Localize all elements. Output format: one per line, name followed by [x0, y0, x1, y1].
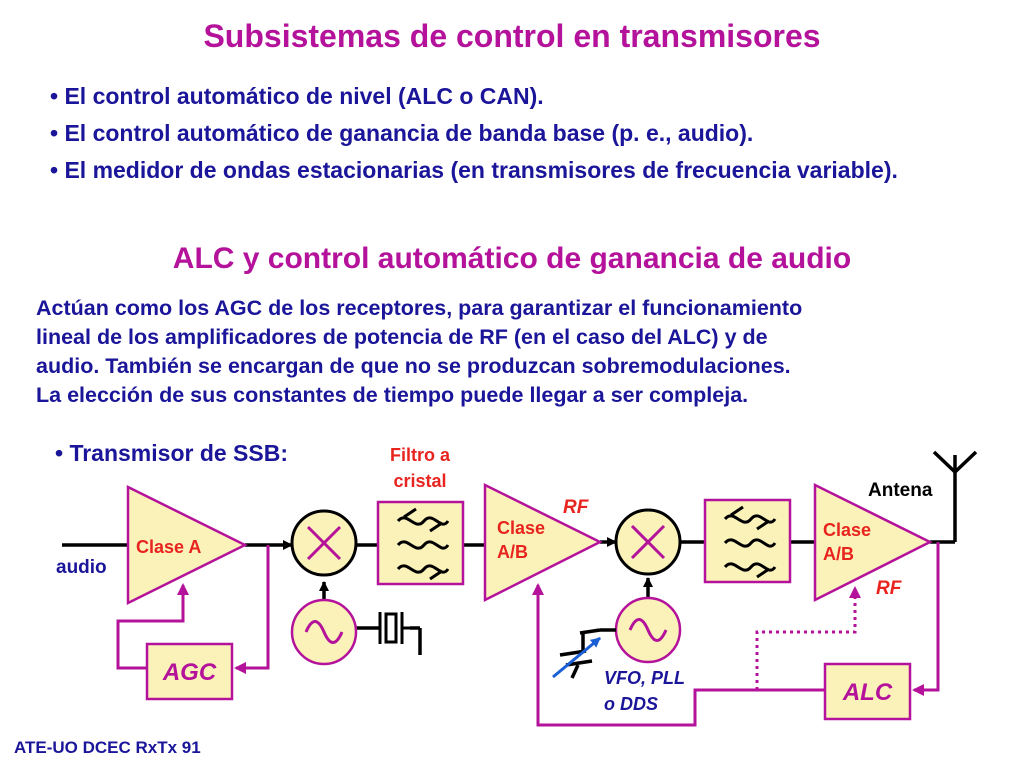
- agc-feedback-path: [116, 545, 270, 674]
- page-title: Subsistemas de control en transmisores: [203, 18, 821, 54]
- bullet-item: • El control automático de ganancia de b…: [50, 120, 754, 146]
- vfo-label: VFO, PLL: [604, 668, 685, 688]
- ssb-transmitter-label: • Transmisor de SSB:: [55, 440, 289, 466]
- bullet-list: • El control automático de nivel (ALC o …: [50, 78, 990, 189]
- vfo-label: o DDS: [604, 694, 658, 714]
- rf-label: RF: [563, 497, 590, 518]
- agc-block: AGC: [145, 642, 234, 701]
- crystal-filter: [376, 500, 465, 586]
- bullet-item: • El control automático de nivel (ALC o …: [50, 83, 544, 109]
- antenna-label: Antena: [868, 480, 933, 501]
- agc-label: AGC: [162, 659, 217, 686]
- alc-block: ALC: [823, 662, 912, 721]
- paragraph-line: lineal de los amplificadores de potencia…: [36, 325, 768, 349]
- amplifier-label: Clase: [497, 518, 545, 538]
- amplifier-class-ab: Clase A/B: [813, 482, 933, 603]
- footer-credit: ATE-UO DCEC RxTx 91: [14, 738, 201, 757]
- crystal-icon: [378, 612, 410, 644]
- amplifier-label: A/B: [823, 544, 854, 564]
- oscillator-icon: [614, 596, 682, 664]
- mixer-icon: [290, 509, 358, 577]
- paragraph-line: audio. También se encargan de que no se …: [36, 354, 791, 378]
- amplifier-label: Clase: [823, 520, 871, 540]
- description-paragraph: Actúan como los AGC de los receptores, p…: [36, 294, 996, 410]
- filter-label: Filtro a: [390, 445, 451, 465]
- paragraph-line: Actúan como los AGC de los receptores, p…: [36, 296, 803, 320]
- rf-label: RF: [876, 578, 903, 599]
- paragraph-line: La elección de sus constantes de tiempo …: [36, 383, 749, 407]
- section-subtitle: ALC y control automático de ganancia de …: [172, 242, 852, 275]
- amplifier-class-ab: Clase A/B: [483, 482, 603, 603]
- oscillator-icon: [290, 598, 358, 666]
- antenna-icon: [932, 450, 978, 474]
- alc-feedback-path: [532, 542, 940, 727]
- amplifier-label: Clase A: [136, 537, 201, 557]
- amplifier-label: A/B: [497, 542, 528, 562]
- bullet-item: • El medidor de ondas estacionarias (en …: [50, 157, 898, 183]
- bandpass-filter: [703, 498, 792, 584]
- mixer-icon: [614, 508, 682, 576]
- filter-label: cristal: [393, 471, 446, 491]
- alc-label: ALC: [842, 679, 893, 706]
- audio-input-label: audio: [56, 557, 107, 578]
- varicap-icon: [552, 628, 616, 679]
- amplifier-class-a: Clase A: [126, 484, 248, 606]
